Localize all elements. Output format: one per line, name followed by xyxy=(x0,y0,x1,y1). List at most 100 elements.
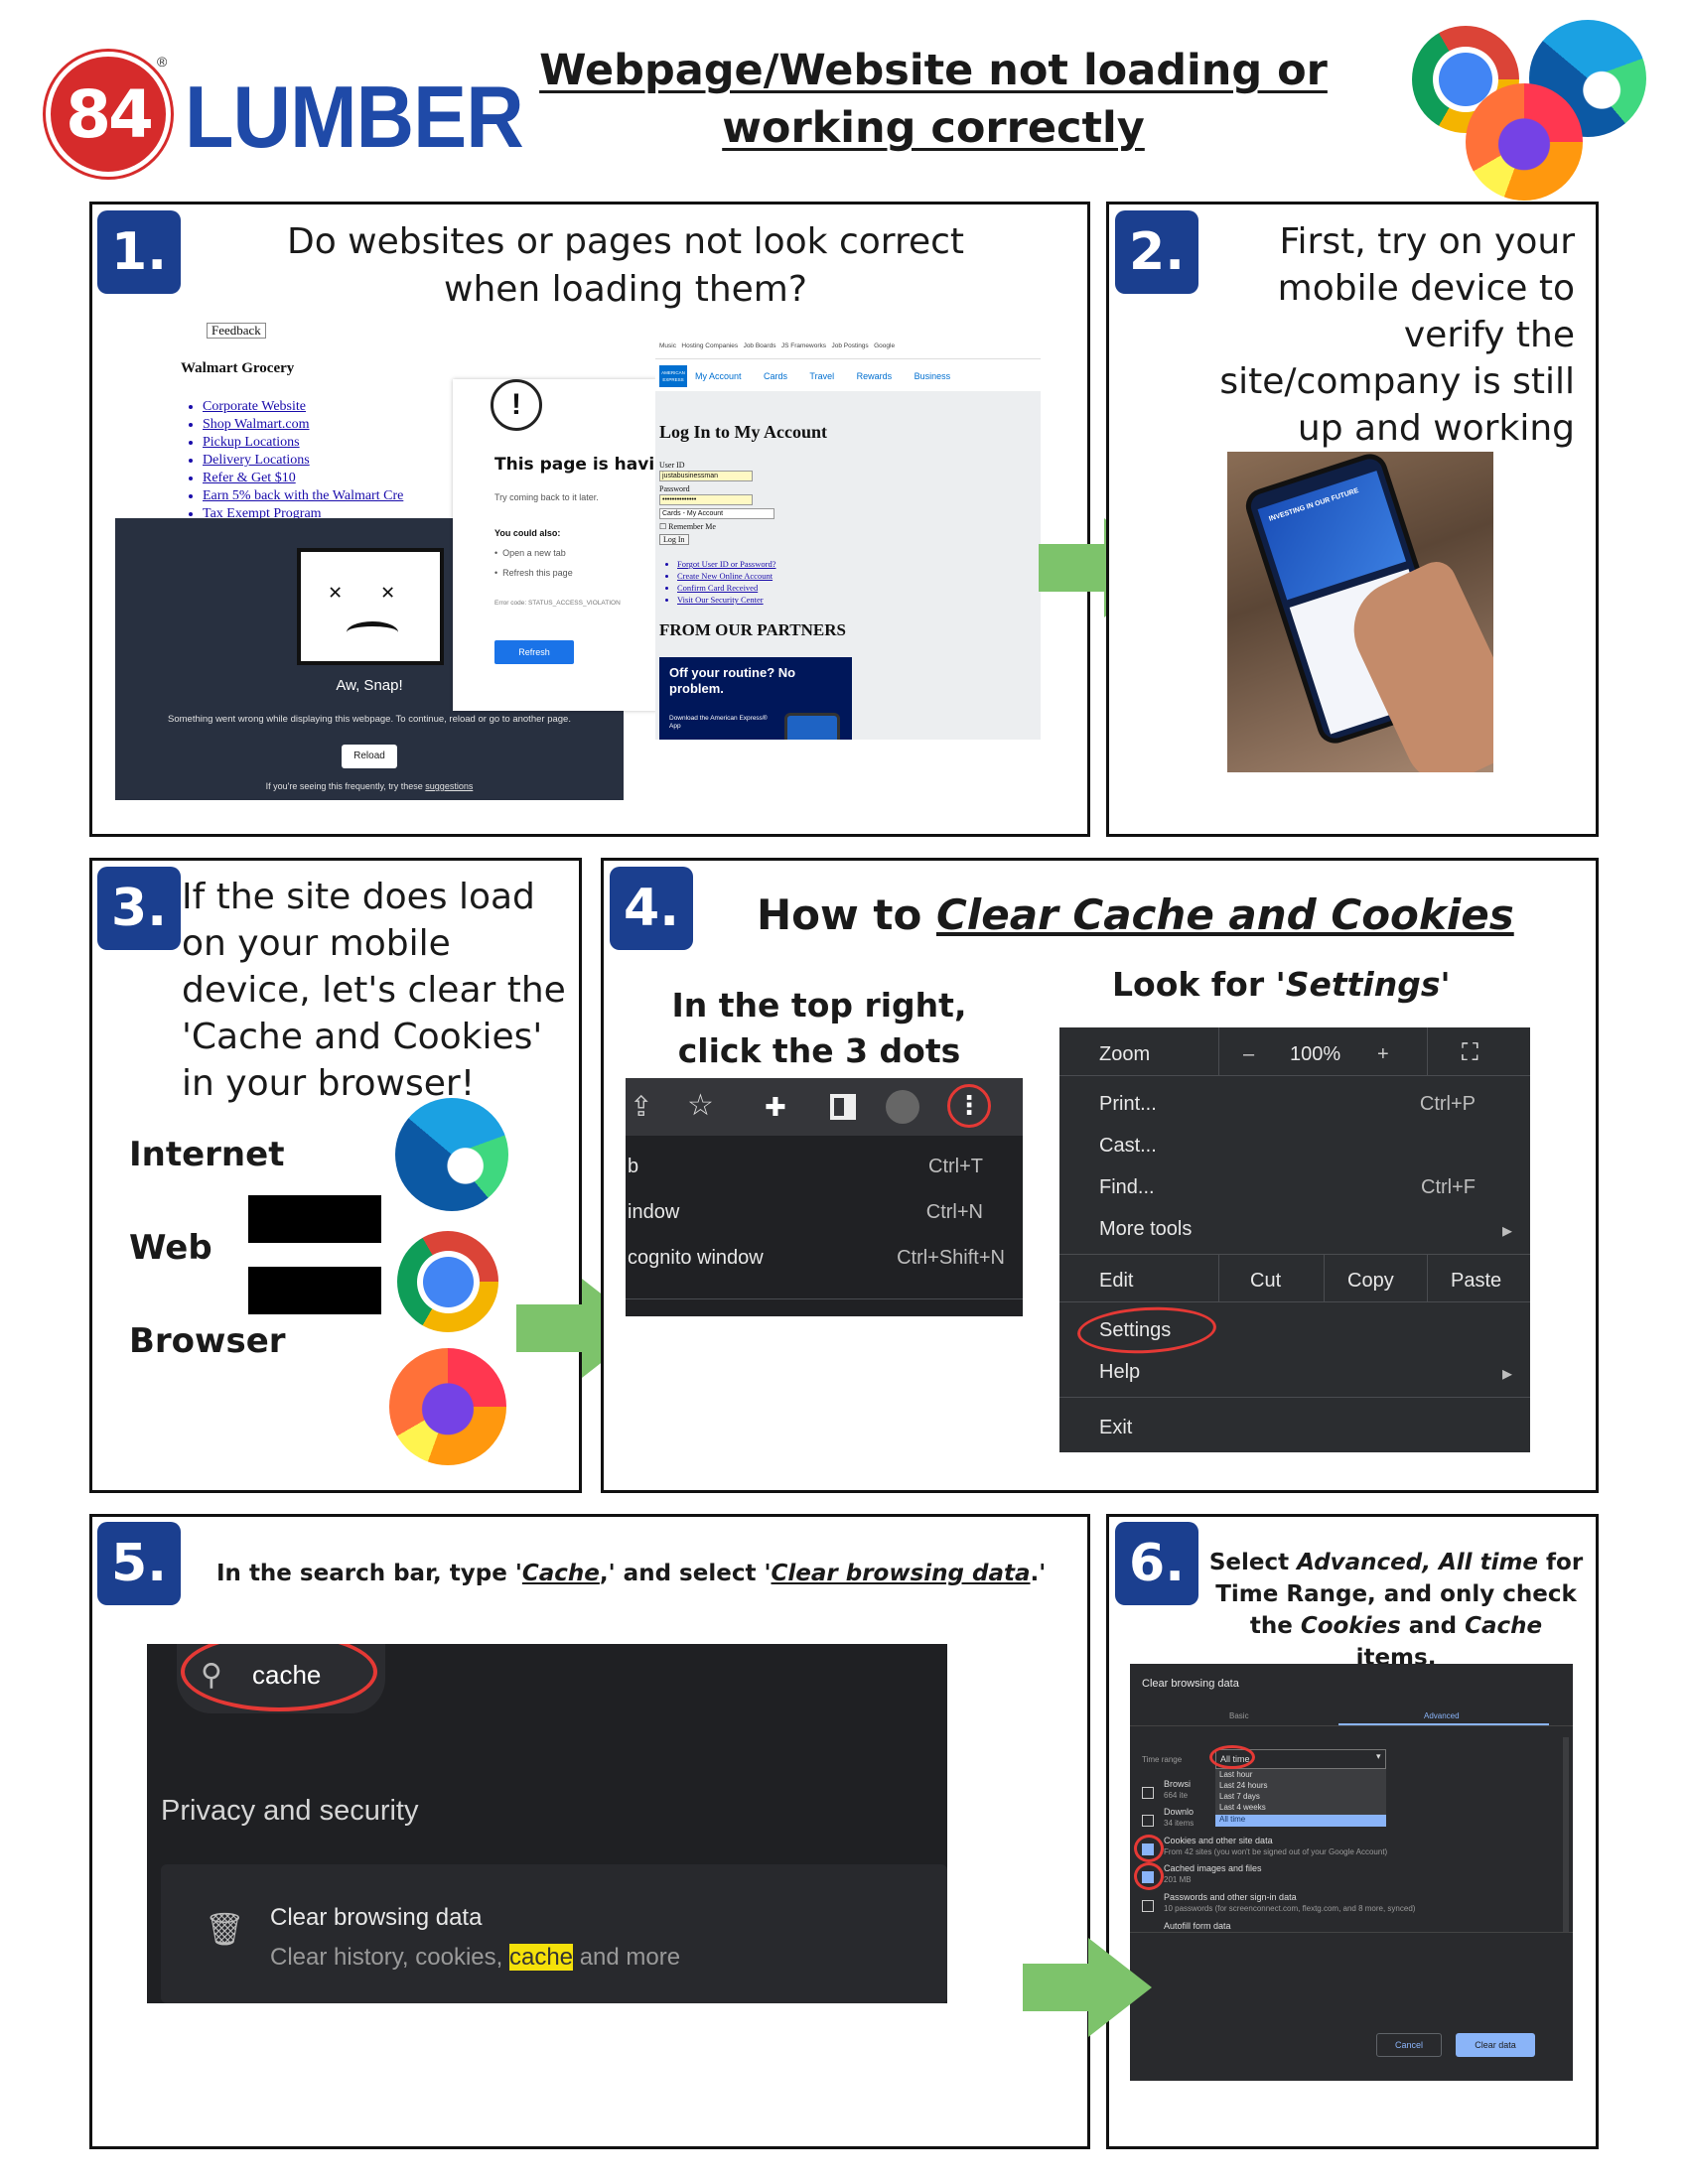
arrow-right-icon xyxy=(1023,1938,1152,2037)
menu-item-help[interactable]: Help▸ xyxy=(1099,1361,1512,1385)
trash-icon: 🗑 xyxy=(205,1911,245,1947)
user-id-input[interactable]: justabusinessman xyxy=(659,471,753,481)
step-4-left-caption: In the top right, click the 3 dots xyxy=(671,986,967,1070)
walmart-link[interactable]: Earn 5% back with the Walmart Cre xyxy=(203,487,403,505)
cache-highlight xyxy=(1134,1862,1164,1890)
amex-nav-item[interactable]: Cards xyxy=(764,371,788,381)
login-button[interactable]: Log In xyxy=(659,534,689,545)
walmart-link[interactable]: Corporate Website xyxy=(203,398,403,416)
amex-nav-item[interactable]: Rewards xyxy=(856,371,893,381)
amex-link[interactable]: Visit Our Security Center xyxy=(677,594,775,606)
amex-link[interactable]: Forgot User ID or Password? xyxy=(677,558,775,570)
menu-item-print[interactable]: Print...Ctrl+P xyxy=(1099,1093,1476,1115)
amex-nav-item[interactable]: Travel xyxy=(809,371,835,381)
menu-item-exit[interactable]: Exit xyxy=(1099,1417,1133,1438)
step-1-badge: 1. xyxy=(97,210,181,294)
page-error-also: You could also: xyxy=(494,528,561,538)
page-error-title: This page is havinc xyxy=(494,455,657,475)
firefox-icon xyxy=(1466,83,1583,201)
dropdown-arrow-icon: ▾ xyxy=(1376,1751,1381,1761)
amex-promo-banner[interactable]: Off your routine? No problem. Download t… xyxy=(659,657,852,740)
phone-icon xyxy=(784,713,840,740)
paste-button[interactable]: Paste xyxy=(1451,1270,1502,1292)
reload-button[interactable]: Reload xyxy=(342,745,397,768)
promo-subtitle: Download the American Express® App xyxy=(669,715,768,730)
clear-browsing-data-dialog: Clear browsing data Basic Advanced Time … xyxy=(1130,1664,1573,2081)
option-last-24-hours[interactable]: Last 24 hours xyxy=(1219,1781,1268,1790)
menu-item-settings[interactable]: Settings xyxy=(1099,1319,1172,1341)
cookies-highlight xyxy=(1134,1835,1164,1862)
toolbar: ⇪ ☆ ✚ ⋮ xyxy=(626,1078,1023,1136)
fullscreen-icon[interactable]: ⛶ xyxy=(1462,1039,1478,1066)
share-icon[interactable]: ⇪ xyxy=(630,1091,653,1122)
extensions-icon[interactable]: ✚ xyxy=(765,1092,786,1122)
download-history-checkbox[interactable] xyxy=(1142,1815,1154,1827)
avatar[interactable] xyxy=(886,1090,919,1124)
sad-folder-icon: ✕ ✕ xyxy=(297,548,444,665)
cancel-button[interactable]: Cancel xyxy=(1376,2033,1442,2057)
privacy-security-heading: Privacy and security xyxy=(161,1795,419,1827)
walmart-link[interactable]: Delivery Locations xyxy=(203,452,403,470)
word-web: Web xyxy=(129,1228,212,1268)
refresh-button[interactable]: Refresh xyxy=(494,640,574,664)
remember-me-checkbox[interactable]: ☐ Remember Me xyxy=(659,522,716,531)
step-4-right-caption: Look for 'Settings' xyxy=(1112,965,1451,1004)
menu-item-find[interactable]: Find...Ctrl+F xyxy=(1099,1176,1476,1198)
edge-icon xyxy=(395,1098,508,1211)
tab-basic[interactable]: Basic xyxy=(1229,1711,1249,1720)
suggestions-link[interactable]: suggestions xyxy=(425,781,474,791)
option-last-hour[interactable]: Last hour xyxy=(1219,1770,1253,1779)
menu-item-cast[interactable]: Cast... xyxy=(1099,1135,1157,1157)
chrome-icon xyxy=(397,1231,498,1332)
walmart-link[interactable]: Refer & Get $10 xyxy=(203,470,403,487)
feedback-button[interactable]: Feedback xyxy=(207,323,266,339)
account-select[interactable]: Cards - My Account xyxy=(659,508,774,519)
three-dots-menu-icon[interactable]: ⋮ xyxy=(947,1084,991,1128)
option-all-time[interactable]: All time xyxy=(1215,1815,1386,1827)
dialog-scrollbar[interactable] xyxy=(1563,1737,1569,1932)
amex-login-title: Log In to My Account xyxy=(659,422,828,442)
star-icon[interactable]: ☆ xyxy=(687,1089,714,1122)
page-error-option: • Open a new tab xyxy=(494,548,566,558)
amex-nav-item[interactable]: My Account xyxy=(695,371,742,381)
all-time-highlight xyxy=(1209,1745,1255,1769)
walmart-link[interactable]: Pickup Locations xyxy=(203,434,403,452)
edit-row: Edit Cut Copy Paste xyxy=(1099,1270,1502,1292)
step-6-text: Select Advanced, All time for Time Range… xyxy=(1208,1550,1584,1671)
amex-nav-item[interactable]: Business xyxy=(914,371,951,381)
tab-advanced[interactable]: Advanced xyxy=(1424,1711,1460,1720)
autofill-label: Autofill form data xyxy=(1164,1921,1231,1931)
amex-link[interactable]: Confirm Card Received xyxy=(677,582,775,594)
step-5-badge: 5. xyxy=(97,1522,181,1605)
clear-data-button[interactable]: Clear data xyxy=(1456,2033,1535,2057)
sidepanel-icon[interactable] xyxy=(830,1094,856,1120)
zoom-out-button[interactable]: – xyxy=(1243,1043,1255,1065)
password-input[interactable]: •••••••••••••• xyxy=(659,494,753,505)
menu-item-more-tools[interactable]: More tools▸ xyxy=(1099,1218,1512,1242)
zoom-in-button[interactable]: + xyxy=(1377,1043,1389,1065)
page-error-option: • Refresh this page xyxy=(494,568,573,578)
aw-snap-footer: If you're seeing this frequently, try th… xyxy=(265,781,474,791)
page-error-subtitle: Try coming back to it later. xyxy=(494,492,599,502)
zoom-row: Zoom – 100% + ⛶ xyxy=(1099,1039,1478,1066)
firefox-icon xyxy=(389,1348,506,1465)
copy-button[interactable]: Copy xyxy=(1347,1270,1394,1292)
time-range-options: Last hour Last 24 hours Last 7 days Last… xyxy=(1215,1769,1386,1827)
step-4-badge: 4. xyxy=(610,867,693,950)
step-2-badge: 2. xyxy=(1115,210,1198,294)
password-label: Password xyxy=(659,484,690,493)
cut-button[interactable]: Cut xyxy=(1250,1270,1282,1292)
passwords-checkbox[interactable] xyxy=(1142,1900,1154,1912)
option-last-4-weeks[interactable]: Last 4 weeks xyxy=(1219,1803,1266,1812)
walmart-link[interactable]: Shop Walmart.com xyxy=(203,416,403,434)
walmart-link[interactable]: Tax Exempt Program xyxy=(203,505,403,521)
clear-browsing-data-item[interactable]: 🗑 Clear browsing data Clear history, coo… xyxy=(161,1864,947,2003)
amex-link[interactable]: Create New Online Account xyxy=(677,570,775,582)
browsing-history-checkbox[interactable] xyxy=(1142,1787,1154,1799)
option-last-7-days[interactable]: Last 7 days xyxy=(1219,1792,1260,1801)
step-6-badge: 6. xyxy=(1115,1522,1198,1605)
